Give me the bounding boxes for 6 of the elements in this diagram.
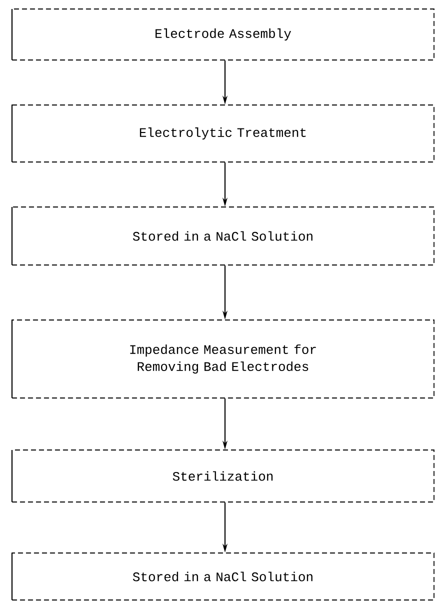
process-box: Sterilization [11, 450, 434, 502]
process-box: Electrode Assembly [11, 8, 434, 60]
process-box: Electrolytic Treatment [11, 104, 434, 162]
process-box: Stored in a NaCl Solution [11, 552, 434, 600]
process-box: Impedance Measurement for Removing Bad Electrodes [11, 320, 434, 398]
process-box: Stored in a NaCl Solution [11, 206, 434, 266]
